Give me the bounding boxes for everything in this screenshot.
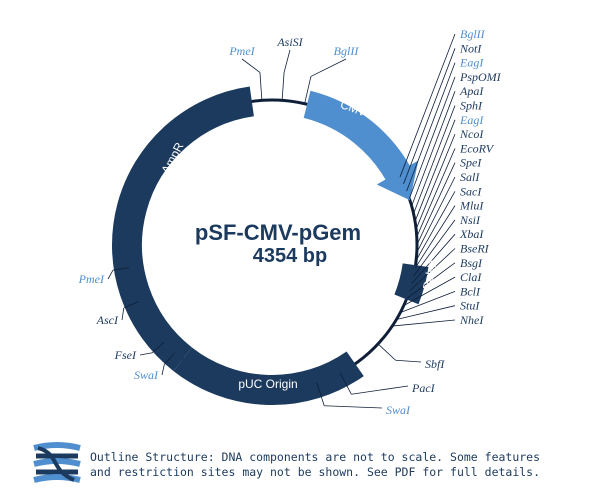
site-leader-bottom-right-0 xyxy=(395,359,422,363)
feature-arcs xyxy=(112,86,429,405)
footer-line-1: Outline Structure: DNA components are no… xyxy=(90,450,541,464)
site-label-bottom-right-2: SwaI xyxy=(386,403,411,417)
site-label-right-17: ClaI xyxy=(460,270,482,284)
site-leader-right-3 xyxy=(408,76,456,199)
plasmid-size: 4354 bp xyxy=(253,245,327,267)
site-tick-top-2 xyxy=(304,76,312,104)
site-label-right-20: NheI xyxy=(459,313,484,327)
site-tick-bottom-right-0 xyxy=(377,343,396,361)
site-label-right-9: SpeI xyxy=(460,156,482,170)
site-label-top-1: AsiSI xyxy=(276,35,303,49)
site-label-right-1: NotI xyxy=(459,41,482,55)
footer: Outline Structure: DNA components are no… xyxy=(30,436,590,488)
site-tick-left-1 xyxy=(123,301,139,309)
site-label-right-12: MluI xyxy=(459,199,484,213)
site-leader-right-9 xyxy=(416,162,456,245)
site-leader-right-6 xyxy=(414,119,456,222)
site-label-bottom-right-1: PacI xyxy=(411,381,436,395)
site-leader-top-2 xyxy=(310,58,347,77)
site-leader-left-0 xyxy=(107,269,114,280)
site-tick-left-3 xyxy=(163,352,176,365)
feature-arc-cmv xyxy=(303,90,415,188)
site-label-right-13: NsiI xyxy=(459,213,481,227)
feature-arc-polya xyxy=(394,263,429,305)
site-label-right-4: ApaI xyxy=(459,84,484,98)
site-tick-left-0 xyxy=(112,267,129,271)
site-label-right-11: SacI xyxy=(460,184,482,198)
site-ticks xyxy=(107,33,456,409)
site-leader-right-16 xyxy=(406,262,456,299)
site-label-left-3: SwaI xyxy=(134,368,159,382)
site-label-right-6: EagI xyxy=(459,113,484,127)
site-label-left-0: PmeI xyxy=(78,272,105,286)
footer-note: Outline Structure: DNA components are no… xyxy=(90,450,590,480)
site-leader-right-0 xyxy=(399,33,456,178)
site-leader-left-1 xyxy=(121,307,125,321)
site-leader-top-0 xyxy=(241,58,261,73)
site-label-right-15: BseRI xyxy=(460,242,490,256)
footer-line-2: and restriction sites may not be shown. … xyxy=(90,465,541,479)
site-leader-right-1 xyxy=(403,48,456,185)
site-leader-right-7 xyxy=(415,133,456,230)
site-tick-top-0 xyxy=(259,72,263,101)
plasmid-map: AmpR CMV PolyA pUC Origin pSF-CMV-pGem 4… xyxy=(78,27,502,417)
site-label-bottom-right-0: SbfI xyxy=(425,357,445,371)
site-tick-bottom-right-1 xyxy=(339,372,352,395)
site-label-right-10: SalI xyxy=(460,170,480,184)
site-tick-bottom-right-2 xyxy=(316,382,325,406)
site-leader-bottom-right-1 xyxy=(351,385,409,395)
dna-helix-logo xyxy=(33,442,81,483)
site-tick-left-2 xyxy=(152,341,165,354)
site-label-right-18: BclI xyxy=(460,284,481,298)
site-label-right-5: SphI xyxy=(460,99,483,113)
site-leader-top-1 xyxy=(283,49,291,73)
site-leader-right-11 xyxy=(415,191,456,261)
site-label-right-19: StuI xyxy=(460,299,480,313)
site-leader-right-4 xyxy=(411,91,456,207)
site-leader-right-20 xyxy=(392,319,456,327)
site-leader-right-5 xyxy=(413,105,456,214)
site-leader-right-19 xyxy=(396,305,456,320)
plasmid-name: pSF-CMV-pGem xyxy=(195,220,361,245)
site-leader-left-2 xyxy=(139,352,153,356)
site-label-top-0: PmeI xyxy=(228,44,255,58)
site-label-right-14: XbaI xyxy=(459,227,484,241)
site-tick-top-1 xyxy=(281,72,285,101)
site-leader-right-12 xyxy=(414,205,456,269)
site-label-right-8: EcoRV xyxy=(459,141,495,155)
feature-arc-puc-origin xyxy=(173,347,364,405)
feature-label-puc-origin: pUC Origin xyxy=(238,377,297,391)
site-label-left-1: AscI xyxy=(96,313,119,327)
cmv-arrowhead xyxy=(376,160,419,201)
site-leader-bottom-right-2 xyxy=(324,405,383,409)
site-label-right-16: BsgI xyxy=(460,256,483,270)
site-leader-right-15 xyxy=(409,248,456,292)
site-label-right-3: PspOMI xyxy=(459,70,502,84)
site-leader-right-14 xyxy=(411,233,456,284)
site-leader-right-8 xyxy=(416,148,456,238)
site-leader-right-2 xyxy=(406,62,456,192)
site-leader-right-10 xyxy=(416,176,456,253)
site-leader-right-17 xyxy=(403,276,456,306)
site-labels: PmeIAsiSIBglIIBglIINotIEagIPspOMIApaISph… xyxy=(78,27,502,417)
site-leader-right-18 xyxy=(400,291,456,313)
feature-label-polya: PolyA xyxy=(420,257,440,291)
site-label-right-7: NcoI xyxy=(459,127,484,141)
site-label-right-2: EagI xyxy=(459,56,484,70)
site-label-top-2: BglII xyxy=(334,44,360,58)
feature-arc-ampr xyxy=(112,86,255,372)
site-label-left-2: FseI xyxy=(114,348,137,362)
site-leader-left-3 xyxy=(161,364,165,376)
site-label-right-0: BglII xyxy=(460,27,486,41)
site-leader-right-13 xyxy=(413,219,456,277)
